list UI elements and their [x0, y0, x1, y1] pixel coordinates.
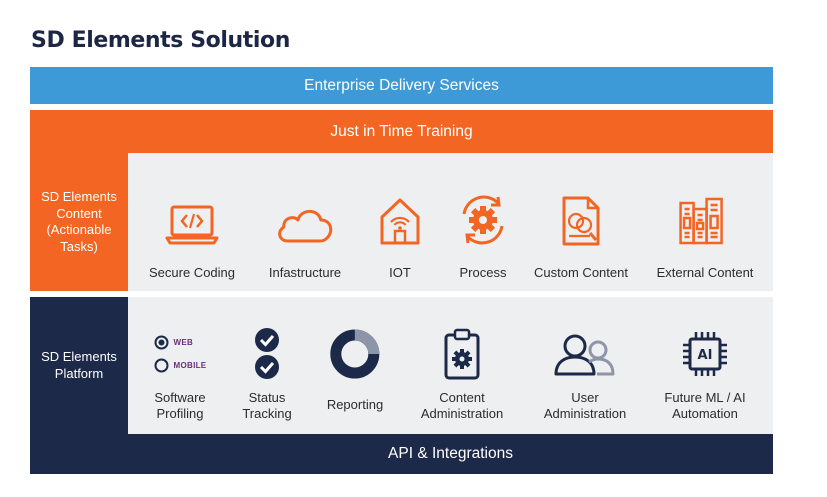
training-bar: Just in Time Training [30, 110, 773, 153]
books-icon [676, 185, 734, 247]
page-title: SD Elements Solution [31, 28, 291, 53]
platform-item-ml-ai-automation: AI Future ML / AI Automation [655, 325, 755, 422]
platform-panel: WEB MOBILE Software Profiling Status Tra… [128, 297, 773, 434]
content-item-label: External Content [656, 265, 754, 280]
content-item-process: Process [455, 185, 511, 281]
content-item-label: IOT [389, 265, 411, 280]
radio-web: WEB [154, 335, 194, 350]
content-item-secure-coding: Secure Coding [149, 185, 235, 281]
platform-section-label: SD Elements Platform [30, 297, 128, 434]
platform-item-user-administration: User Administration [535, 325, 635, 422]
platform-item-label: Future ML / AI Automation [664, 390, 746, 421]
training-label: Just in Time Training [330, 122, 473, 140]
content-item-label: Custom Content [534, 265, 628, 280]
content-panel: Secure Coding Infastructure IOT [128, 153, 773, 291]
content-item-custom-content: Custom Content [534, 185, 628, 281]
platform-item-reporting: Reporting [327, 325, 383, 413]
platform-item-label: Software Profiling [154, 390, 206, 421]
content-item-label: Secure Coding [149, 265, 235, 280]
cloud-icon [274, 185, 336, 247]
gear-cycle-icon [455, 185, 511, 247]
clipboard-gear-icon [442, 325, 482, 383]
custom-document-icon [558, 185, 604, 247]
api-integrations-bar: API & Integrations [30, 434, 773, 474]
svg-text:AI: AI [698, 348, 713, 363]
content-item-infastructure: Infastructure [269, 185, 341, 281]
platform-item-label: User Administration [543, 390, 627, 421]
api-integrations-label: API & Integrations [388, 445, 513, 462]
platform-item-content-administration: Content Administration [412, 325, 512, 422]
ai-chip-icon: AI [679, 325, 731, 383]
users-icon [553, 325, 617, 383]
content-section-label: SD Elements Content (Actionable Tasks) [30, 153, 128, 291]
platform-item-label: Content Administration [420, 390, 504, 421]
radio-options-icon: WEB MOBILE [154, 325, 207, 383]
content-item-iot: IOT [377, 185, 423, 281]
delivery-services-bar: Enterprise Delivery Services [30, 67, 773, 104]
smart-home-icon [377, 185, 423, 247]
platform-item-software-profiling: WEB MOBILE Software Profiling [145, 325, 215, 422]
content-item-external-content: External Content [656, 185, 754, 281]
content-item-label: Infastructure [268, 265, 342, 280]
donut-chart-icon [329, 325, 381, 383]
platform-item-status-tracking: Status Tracking [237, 325, 297, 422]
content-item-label: Process [459, 265, 507, 280]
radio-mobile: MOBILE [154, 358, 207, 373]
laptop-code-icon [162, 185, 222, 247]
check-circles-icon [253, 325, 281, 383]
delivery-services-label: Enterprise Delivery Services [304, 76, 499, 94]
platform-item-label: Reporting [326, 397, 384, 412]
platform-item-label: Status Tracking [242, 390, 292, 421]
